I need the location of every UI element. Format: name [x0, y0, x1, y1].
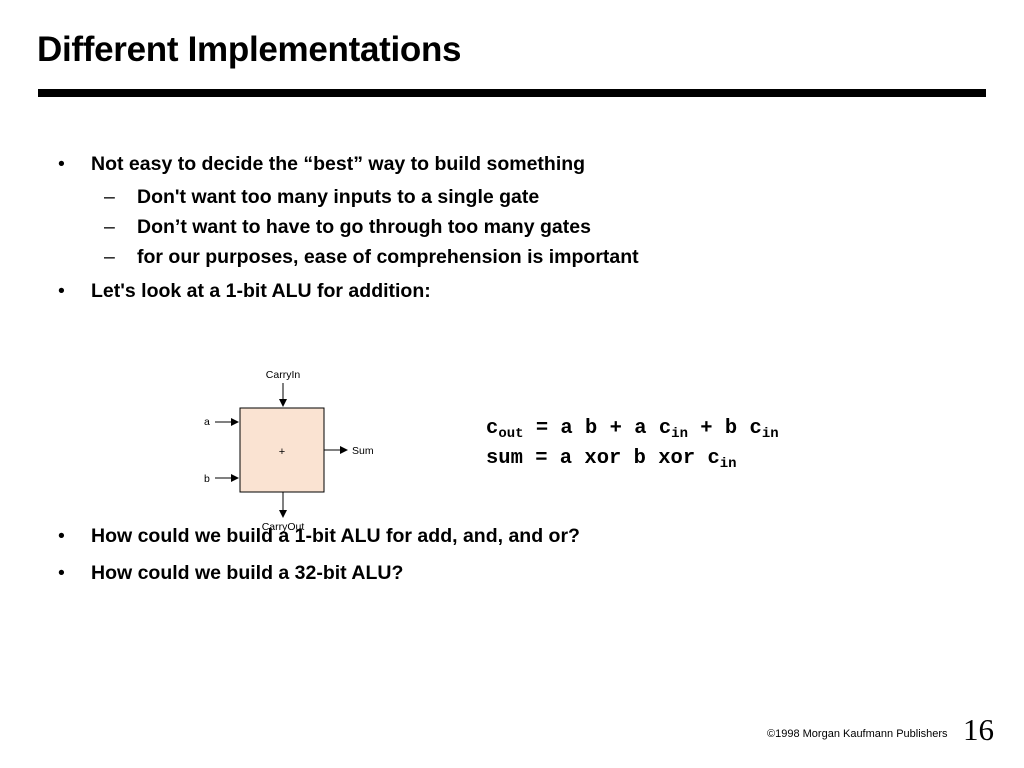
formula-c: c [486, 417, 499, 440]
carry-in-label: CarryIn [266, 369, 301, 381]
bullet-marker: • [58, 153, 65, 175]
formula-sub-out: out [498, 426, 524, 442]
formula-sub-in: in [719, 456, 737, 472]
bullet-text: How could we build a 1-bit ALU for add, … [91, 525, 580, 547]
formula-part: = a b + a [523, 417, 659, 440]
carry-out-formula: cout = a b + a cin + b cin [486, 417, 779, 442]
formula-c: c [707, 447, 720, 470]
sub-bullet-text: Don't want too many inputs to a single g… [137, 186, 540, 208]
formula-sub-in: in [761, 426, 779, 442]
carry-out-label: CarryOut [262, 521, 305, 533]
bullet-text: Let's look at a 1-bit ALU for addition: [91, 280, 431, 302]
formula-c: c [749, 417, 762, 440]
adder-box [239, 407, 325, 493]
dash-marker: – [104, 186, 115, 208]
sub-bullet-text: Don’t want to have to go through too man… [137, 216, 591, 238]
copyright-footer: ©1998 Morgan Kaufmann Publishers [767, 728, 948, 740]
plus-symbol: + [279, 446, 285, 458]
page-number: 16 [963, 712, 994, 747]
bullet-text: How could we build a 32-bit ALU? [91, 562, 404, 584]
sum-formula: sum = a xor b xor cin [486, 447, 737, 472]
copyright-text: 1998 Morgan Kaufmann Publishers [775, 728, 948, 740]
sum-label: Sum [352, 445, 374, 457]
bullet-marker: • [58, 525, 65, 547]
alu-adder-diagram: CarryIn + a b Sum CarryOut [204, 369, 374, 533]
sub-bullet-text: for our purposes, ease of comprehension … [137, 246, 639, 268]
bullet-marker: • [58, 562, 65, 584]
formula-part: + b [687, 417, 750, 440]
title-underline [38, 89, 986, 97]
input-a-label: a [204, 416, 210, 428]
formula-c: c [658, 417, 672, 440]
input-b-label: b [204, 473, 210, 485]
bullet-text: Not easy to decide the “best” way to bui… [91, 153, 586, 175]
formula-sub-in: in [671, 426, 688, 442]
bullet-marker: • [58, 280, 65, 302]
formula-part: sum = a xor b xor [486, 447, 708, 470]
dash-marker: – [104, 246, 115, 268]
dash-marker: – [104, 216, 115, 238]
copyright-icon: © [767, 728, 776, 740]
slide-title: Different Implementations [37, 30, 462, 69]
